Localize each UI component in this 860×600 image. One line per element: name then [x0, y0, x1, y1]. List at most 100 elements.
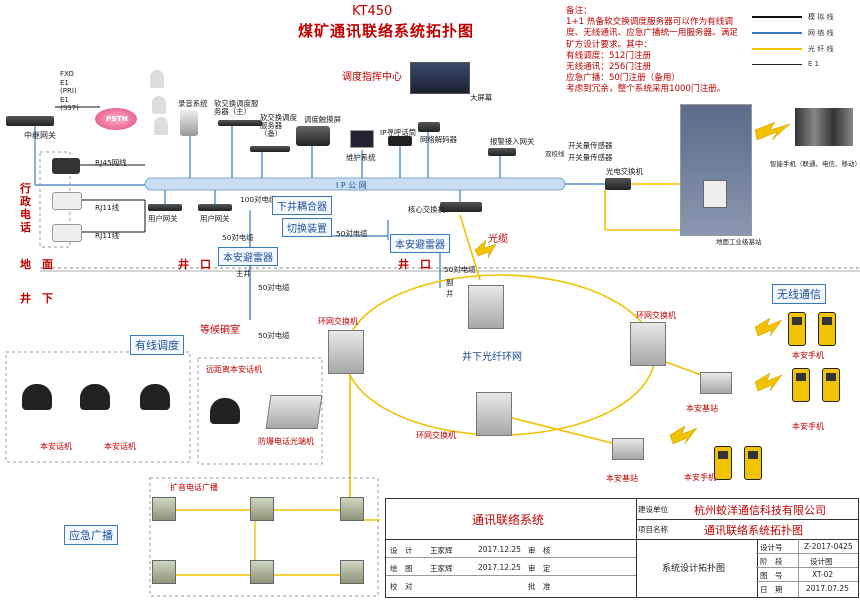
broadcast-speaker-icon: [340, 560, 364, 584]
smartphones-icon: [795, 108, 853, 146]
phone-a-label: 本安话机: [40, 442, 72, 451]
title-block: 通讯联络系统 建设单位 杭州蛟洋通信科技有限公司 项目名称 通讯联络系统拓扑图 …: [385, 498, 859, 598]
big-screen-label: 大屏幕: [470, 93, 493, 102]
dispatch-center-label: 调度指挥中心: [342, 72, 402, 83]
cable50e-label: 50对电缆: [258, 331, 290, 340]
main-line-label: 主井: [236, 269, 251, 278]
broadcast-speaker-icon: [250, 560, 274, 584]
ring-switch-icon: [630, 322, 666, 366]
user-gw1-label: 用户网关: [148, 214, 178, 223]
core-switch-label: 核心交换机: [408, 205, 445, 214]
handset-icon: [822, 368, 840, 402]
notes-line: 无线通讯：256门注册: [566, 62, 652, 73]
admin-phone-icon: [52, 224, 82, 242]
dual-line-label: 双绞线: [545, 150, 565, 158]
arrester2-box: 本安避雷器: [390, 234, 450, 253]
maintenance-label: 维护系统: [346, 153, 376, 162]
well-mouth1-label: 井 口: [178, 258, 211, 271]
recording-label: 录音系统: [178, 99, 208, 108]
ground-zone-label: 地 面: [20, 258, 53, 271]
cable100-label: 100对电缆: [240, 195, 277, 204]
system-name: 通讯联络系统: [472, 513, 545, 527]
operator-icon: [152, 96, 166, 114]
alarm-gateway-label: 报警接入网关: [490, 137, 535, 146]
tb-role: 设 计: [390, 546, 413, 555]
diagram-title: 煤矿通讯联络系统拓扑图: [298, 22, 475, 40]
e1-ss7-label: E1 (SS7): [60, 96, 79, 112]
dispatch-touch-label: 调度触摸屏: [304, 115, 341, 124]
operator-icon: [150, 70, 164, 88]
softswitch-main-icon: [218, 120, 262, 126]
tb-check: 审 核: [528, 546, 551, 555]
softswitch-main-label: 软交换调度服 务器（主）: [214, 99, 259, 116]
wired-section-box: 有线调度: [130, 335, 184, 355]
tb-right-val: Z-2017-0425: [804, 542, 853, 551]
broadcast-speaker-icon: [152, 560, 176, 584]
wireless-section-box: 无线通信: [772, 284, 826, 304]
base-station-unit-icon: [700, 372, 732, 394]
legend-analog: 模 拟 线: [752, 12, 833, 22]
remote-phone-label: 远距离本安话机: [206, 365, 262, 374]
tb-right-val: XT-02: [812, 570, 834, 579]
ring-sw3-label: 环网交换机: [416, 431, 456, 440]
legend-network: 网 络 线: [752, 28, 833, 38]
ground-station-label: 地面工业级基站: [716, 238, 762, 246]
cable50d-label: 50对电缆: [444, 265, 476, 274]
ring-switch-icon: [468, 285, 504, 329]
wait-room-label: 等候硐室: [200, 325, 240, 336]
handset1-label: 本安手机: [792, 351, 824, 360]
relay-gateway-label: 中继网关: [24, 131, 56, 140]
smartphone-label: 智能手机（联通、电信、移动）: [770, 160, 860, 168]
legend-fiber: 光 纤 线: [752, 44, 833, 54]
ground-station-photo: [680, 104, 752, 236]
user-gateway-icon: [148, 204, 182, 211]
design-unit-key: 建设单位: [638, 505, 668, 514]
handset-icon: [788, 312, 806, 346]
cable50c-label: 50对电缆: [258, 283, 290, 292]
broadcast-speaker-icon: [250, 497, 274, 521]
tb-check: 审 定: [528, 564, 551, 573]
tb-role: 绘 图: [390, 564, 413, 573]
base-station-unit-icon: [612, 438, 644, 460]
admin-phone-icon: [52, 158, 80, 174]
notes-line: 应急广播：50门注册（备用）: [566, 73, 681, 84]
handset3-label: 本安手机: [684, 473, 716, 482]
tb-right-key: 阶 段: [760, 557, 783, 566]
remote-phone-icon: [210, 398, 240, 424]
e1-pri-label: E1 (PRI): [60, 79, 77, 95]
sensor2-label: 开关量传感器: [568, 153, 613, 162]
ip-intercom-icon: [388, 136, 412, 146]
underground-zone-label: 井 下: [20, 292, 53, 305]
operator-icon: [154, 117, 168, 135]
fiber-switch-label: 光电交换机: [606, 167, 643, 176]
handset-icon: [744, 446, 762, 480]
model-label: KT450: [352, 4, 393, 19]
handset-icon: [714, 446, 732, 480]
intrinsic-phone-icon: [22, 384, 52, 410]
well-mouth2-label: 井 口: [398, 258, 431, 271]
tb-name: 王家辉: [430, 564, 453, 573]
big-screen-icon: [410, 62, 470, 94]
handset-icon: [818, 312, 836, 346]
intrinsic-phone-icon: [80, 384, 110, 410]
aux-shaft-label: 副 井: [446, 278, 454, 298]
fxo-label: FXO: [60, 70, 74, 78]
legend-e1: E 1: [752, 60, 819, 68]
notes-block: 备注： 1+1 热备软交换调度服务器可以作为有线调度、无线通讯、应急广播统一用服…: [566, 6, 746, 96]
sensor1-label: 开关量传感器: [568, 141, 613, 150]
tb-name: 王家辉: [430, 546, 453, 555]
blast-terminal-label: 防爆电话光端机: [258, 437, 314, 446]
dispatch-touchscreen-icon: [296, 126, 330, 146]
design-unit-value: 杭州蛟洋通信科技有限公司: [694, 504, 826, 517]
cable50b-label: 50对电缆: [336, 229, 368, 238]
project-value: 通讯联络系统拓扑图: [704, 524, 803, 537]
rj45-label: RJ45网线: [95, 158, 127, 167]
softswitch-backup-icon: [250, 146, 290, 152]
user-gateway-icon: [198, 204, 232, 211]
base-station-icon: [703, 180, 727, 208]
net-decoder-icon: [418, 122, 440, 132]
ring-sw2-label: 环网交换机: [636, 311, 676, 320]
broadcast-speaker-icon: [152, 497, 176, 521]
tb-date: 2017.12.25: [478, 563, 521, 572]
ip-intercom-label: IP寻呼话筒: [380, 128, 417, 137]
